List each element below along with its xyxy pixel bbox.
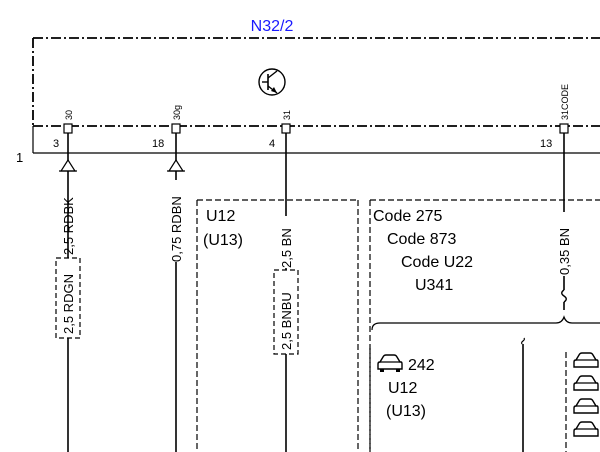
wire-1 [55,153,81,452]
sub-option-number: 242 [408,357,435,374]
vehicle-icon [573,398,599,414]
vehicle-icon [377,354,403,372]
wire-4-label-top: 0,35 BN [557,228,572,275]
sub-option-line-1: U12 [388,380,417,397]
component-label: N32/2 [251,18,294,35]
pin-number-13: 13 [540,138,552,150]
transistor-icon [258,68,286,96]
wire-2-label-top: 0,75 RDBN [169,196,184,262]
pin-stubs [63,123,569,153]
option-box-2-line-4: U341 [415,277,453,294]
wire-3-label-mid: 2,5 BNBU [279,292,294,350]
branch-bracket [371,315,600,452]
sub-option-box [369,348,567,452]
connector-number: 1 [16,150,23,165]
pin-id-31code: 31CODE [560,84,570,120]
option-box-2-line-3: Code U22 [401,254,473,271]
pin-id-31: 31 [282,110,292,120]
wire-2 [167,153,185,452]
vehicle-icon [573,421,599,437]
wire-3-label-top: 2,5 BN [279,228,294,268]
pin-id-30g: 30g [172,105,182,120]
wire-1-label-top: 2,5 RDBK [61,197,76,255]
option-box-1-line-1: U12 [206,208,235,225]
wire-3 [273,153,299,452]
option-box-1-line-2: (U13) [203,232,243,249]
pin-id-30: 30 [64,110,74,120]
component-boundary [32,37,600,127]
option-box-2-line-1: Code 275 [373,208,442,225]
option-box-1 [196,199,359,452]
option-box-2-line-2: Code 873 [387,231,456,248]
wire-1-label-mid: 2,5 RDGN [61,274,76,334]
vehicle-icon [573,352,599,368]
sub-option-line-2: (U13) [386,403,426,420]
option-box-2 [369,199,600,452]
pin-number-4: 4 [269,138,275,150]
pin-number-18: 18 [152,138,164,150]
wire-4 [561,153,567,310]
pin-number-3: 3 [53,138,59,150]
vehicle-icon [573,375,599,391]
